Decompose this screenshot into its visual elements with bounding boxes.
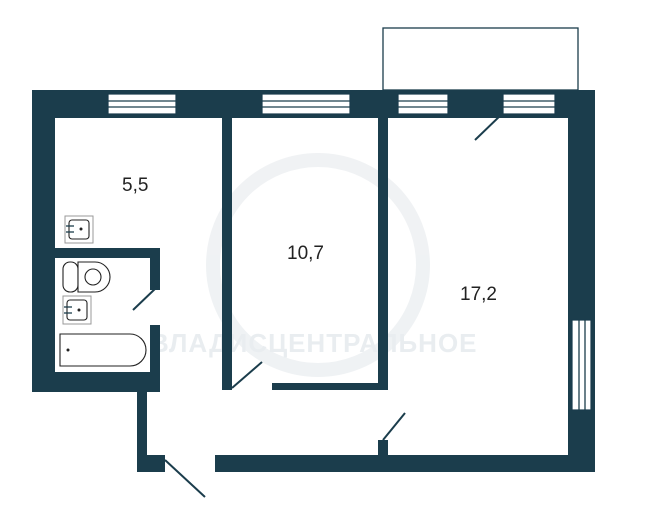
doors (132, 112, 504, 498)
walls (32, 90, 595, 472)
room-area-kitchen: 5,5 (122, 175, 148, 196)
window-room-large-1 (397, 93, 449, 115)
svg-text:ВЛАДИСЦЕНТРАЛЬНОЕ: ВЛАДИСЦЕНТРАЛЬНОЕ (150, 328, 478, 358)
room-area-small: 10,7 (287, 243, 324, 264)
watermark-logo: ВЛАДИСЦЕНТРАЛЬНОЕ (150, 153, 478, 377)
bathtub-icon (59, 333, 147, 367)
balcony-door (502, 93, 556, 115)
window-kitchen (107, 93, 177, 115)
window-room-small (261, 93, 351, 115)
toilet-icon (62, 261, 111, 293)
balcony (382, 27, 579, 91)
bathroom-sink-icon (62, 295, 92, 325)
room-area-large: 17,2 (460, 284, 497, 305)
kitchen-sink-icon (64, 215, 94, 244)
window-room-large-2 (571, 319, 592, 411)
